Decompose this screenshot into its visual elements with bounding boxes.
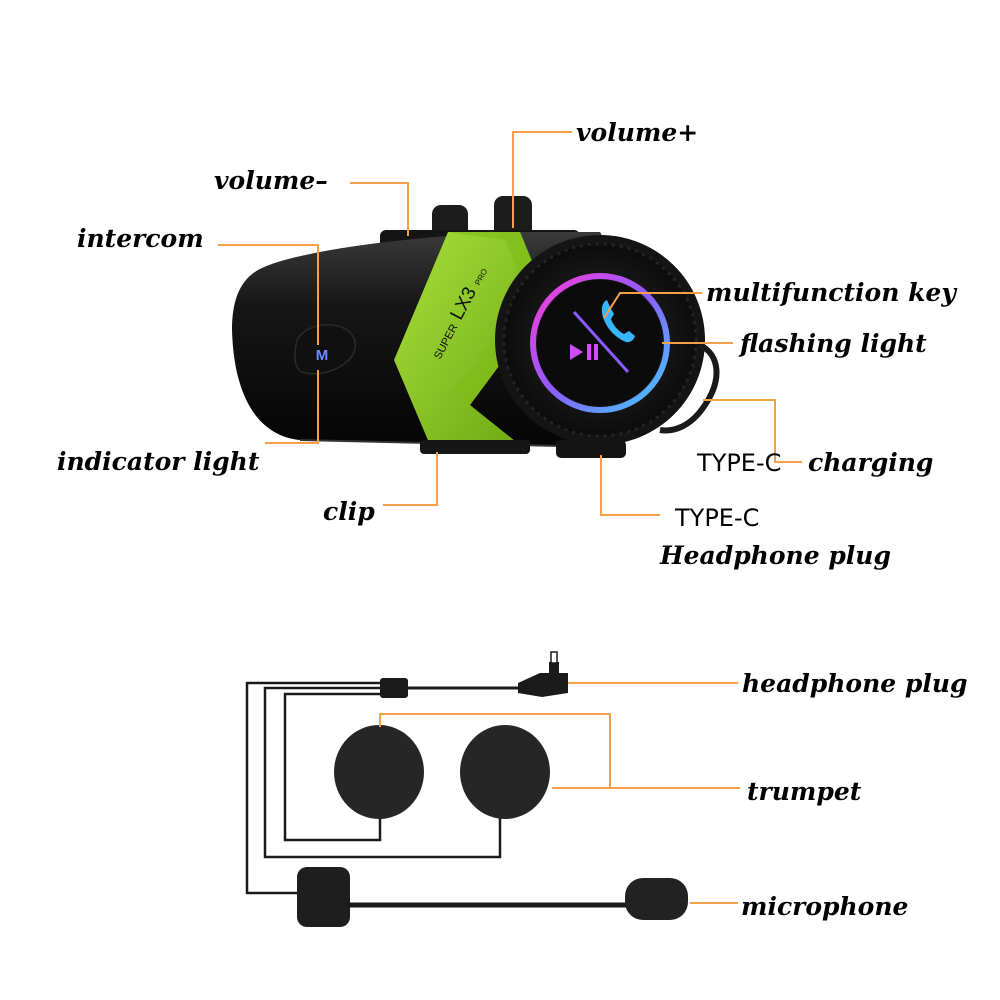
plug-tip — [550, 651, 558, 664]
label-intercom: intercom — [77, 224, 204, 253]
play-pause-icon — [570, 344, 598, 360]
leader-intercom — [218, 244, 319, 345]
button-divider — [572, 310, 630, 374]
phone-icon — [601, 300, 635, 343]
label-trumpet: trumpet — [747, 777, 862, 806]
cable-junction — [380, 678, 408, 698]
leader-indicator — [265, 370, 319, 444]
leader-volume-plus — [512, 131, 572, 228]
plug-neck — [549, 662, 559, 674]
label-headphone-plug: headphone plug — [742, 669, 968, 698]
cable-outer — [245, 681, 380, 895]
label-clip: clip — [323, 497, 375, 526]
leader-plug — [600, 455, 660, 516]
label-multifunction-key: multifunction key — [706, 278, 957, 307]
cable-inner — [283, 692, 382, 842]
mic-clip — [297, 867, 350, 927]
leader-charging — [703, 399, 802, 463]
headset-accessory — [245, 651, 688, 927]
dial-bottom-port — [556, 440, 626, 458]
leader-volume-minus — [350, 182, 409, 236]
clip-mount — [420, 440, 530, 454]
label-typec-charging-prefix: TYPE-C — [696, 449, 781, 477]
label-indicator-light: indicator light — [57, 447, 260, 476]
mic-foam — [625, 878, 688, 920]
label-volume-minus: volume– — [214, 166, 328, 195]
cable-middle — [263, 686, 502, 859]
side-cable — [659, 342, 720, 434]
plug-body[interactable] — [518, 673, 568, 697]
label-headphone-plug-top: Headphone plug — [659, 541, 891, 570]
intercom-device: SUPER LX3 PRO M — [232, 196, 720, 458]
m-button-label: M — [316, 347, 329, 364]
m-button[interactable] — [294, 324, 356, 375]
leader-clip — [383, 452, 438, 506]
label-flashing-light: flashing light — [738, 329, 927, 358]
leader-multifunction — [603, 292, 702, 319]
green-panel — [394, 232, 548, 445]
bottom-leaders — [379, 682, 740, 904]
label-microphone: microphone — [741, 892, 908, 921]
label-volume-plus: volume+ — [576, 118, 698, 147]
speaker-left — [334, 725, 424, 819]
label-typec-plug-prefix: TYPE-C — [674, 504, 759, 532]
top-leaders — [218, 131, 802, 516]
leader-trumpet — [379, 713, 611, 789]
speaker-right — [460, 725, 550, 819]
label-typec-charging: charging — [808, 448, 933, 477]
